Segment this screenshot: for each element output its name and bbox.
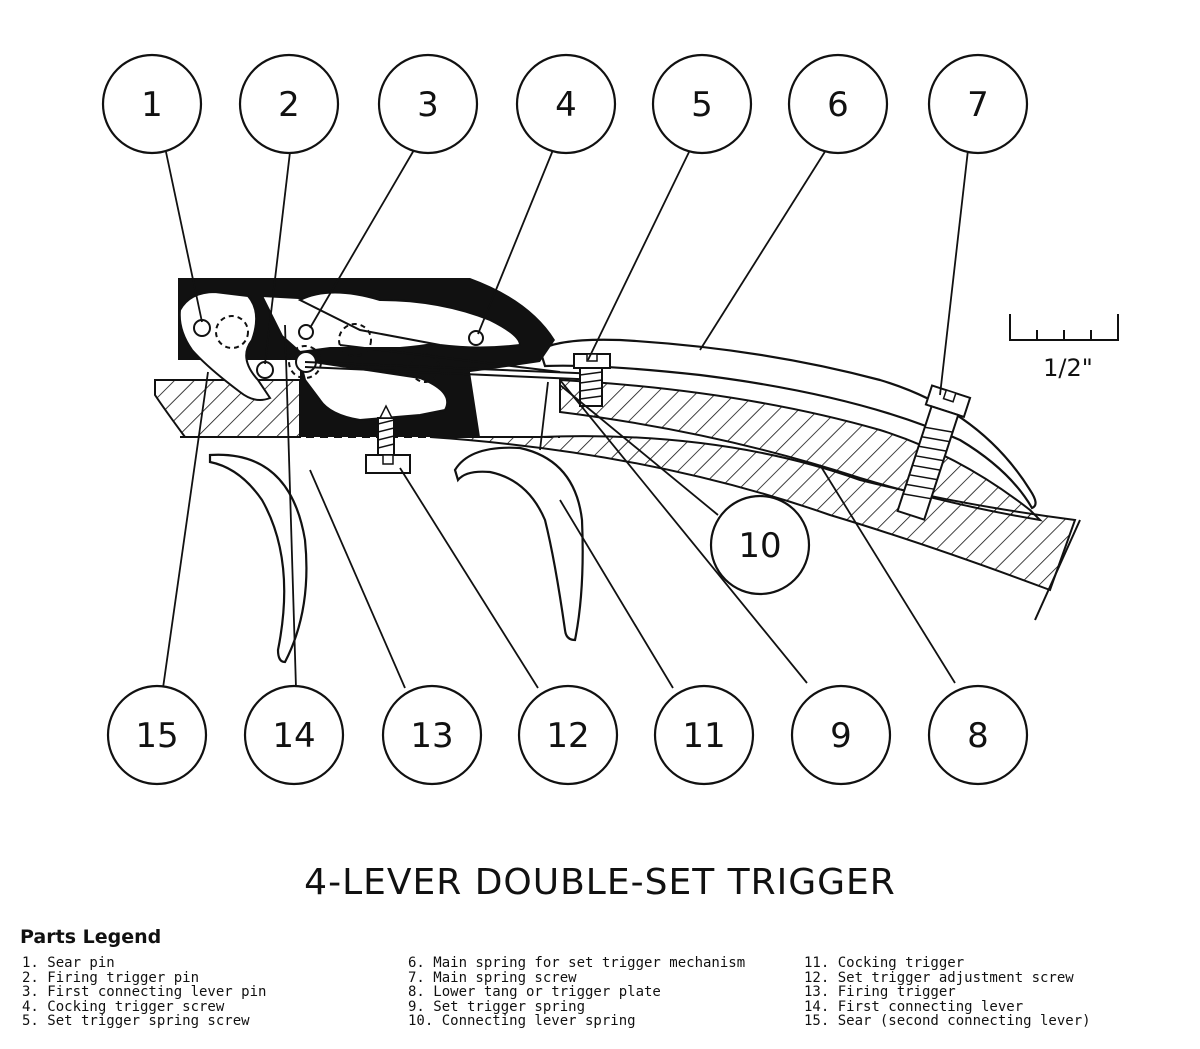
callout-number: 3 xyxy=(417,85,439,125)
callout-4: 4 xyxy=(515,53,617,155)
legend-item: 14. First connecting lever xyxy=(804,998,1024,1015)
legend-item: 1. Sear pin xyxy=(22,955,115,971)
legend-item: 5. Set trigger spring screw xyxy=(22,1013,250,1030)
callout-12: 12 xyxy=(517,684,619,786)
legend-column: 11. Cocking trigger 12. Set trigger adju… xyxy=(804,956,1091,1029)
callout-number: 15 xyxy=(135,716,178,756)
callout-number: 8 xyxy=(967,716,989,756)
callout-number: 14 xyxy=(272,716,315,756)
legend-item: 15. Sear (second connecting lever) xyxy=(804,1013,1091,1030)
stock-wood xyxy=(429,435,1077,592)
callout-number: 9 xyxy=(830,716,852,756)
callout-number: 5 xyxy=(691,85,713,125)
legend-item: 4. Cocking trigger screw xyxy=(22,998,225,1015)
trigger-diagram: 1/2" 1 2 3 4 5 6 7 xyxy=(101,53,1119,786)
callout-number: 1 xyxy=(141,85,163,125)
lower-tang xyxy=(154,379,301,438)
legend-column: 1. Sear pin 2. Firing trigger pin 3. Fir… xyxy=(22,956,266,1029)
diagram-title: 4-LEVER DOUBLE-SET TRIGGER xyxy=(304,862,896,903)
scale-bar xyxy=(1009,314,1119,341)
callout-5: 5 xyxy=(651,53,753,155)
callout-number: 2 xyxy=(278,85,300,125)
callout-7: 7 xyxy=(927,53,1029,155)
callout-number: 13 xyxy=(410,716,453,756)
callout-1: 1 xyxy=(101,53,203,155)
callout-6: 6 xyxy=(787,53,889,155)
legend-item: 7. Main spring screw xyxy=(408,969,577,986)
callout-number: 6 xyxy=(827,85,849,125)
legend-heading: Parts Legend xyxy=(20,926,162,948)
callout-number: 11 xyxy=(682,716,725,756)
legend-item: 2. Firing trigger pin xyxy=(22,969,200,986)
callout-14: 14 xyxy=(243,684,345,786)
legend-item: 10. Connecting lever spring xyxy=(408,1013,636,1030)
callout-3: 3 xyxy=(377,53,479,155)
callout-15: 15 xyxy=(106,684,208,786)
cocking-trigger xyxy=(453,446,584,642)
legend-item: 9. Set trigger spring xyxy=(408,998,586,1015)
callout-2: 2 xyxy=(238,53,340,155)
legend-item: 13. Firing trigger xyxy=(804,984,956,1001)
legend-item: 11. Cocking trigger xyxy=(804,955,965,971)
upper-lever xyxy=(297,291,522,349)
callout-number: 12 xyxy=(546,716,589,756)
legend-item: 3. First connecting lever pin xyxy=(22,984,267,1001)
callout-9: 9 xyxy=(790,684,892,786)
legend-item: 12. Set trigger adjustment screw xyxy=(804,969,1074,986)
legend-item: 8. Lower tang or trigger plate xyxy=(408,984,661,1001)
sear xyxy=(178,290,272,401)
callout-number: 7 xyxy=(967,85,989,125)
legend-item: 6. Main spring for set trigger mechanism xyxy=(408,955,746,971)
callout-8: 8 xyxy=(927,684,1029,786)
scale-label: 1/2" xyxy=(1043,354,1093,382)
callout-number: 4 xyxy=(555,85,577,125)
callout-10: 10 xyxy=(709,494,811,596)
firing-trigger xyxy=(208,453,308,664)
callout-13: 13 xyxy=(381,684,483,786)
legend-column: 6. Main spring for set trigger mechanism… xyxy=(408,956,745,1029)
callout-11: 11 xyxy=(653,684,755,786)
callout-number: 10 xyxy=(738,526,781,566)
